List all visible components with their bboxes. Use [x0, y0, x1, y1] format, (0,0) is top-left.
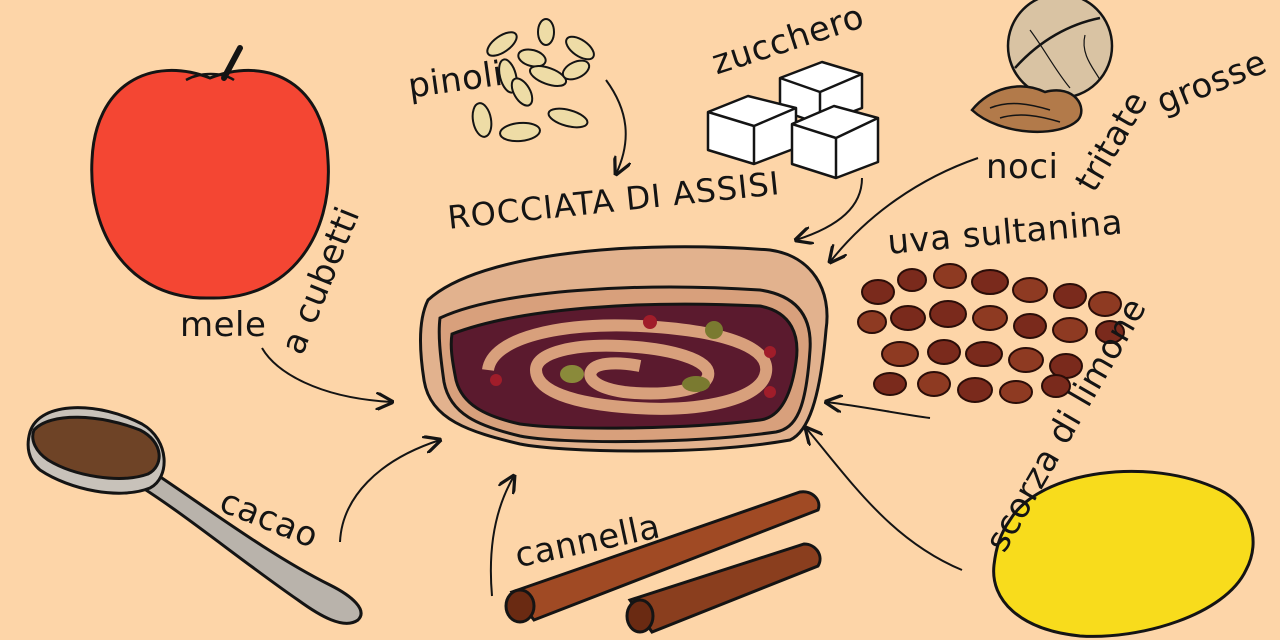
cinnamon-sticks-illustration	[504, 490, 822, 634]
arrow-cannella	[489, 476, 514, 597]
arrow-zucchero	[796, 177, 863, 240]
arrow-pinoli	[605, 79, 626, 174]
raisins-illustration	[857, 263, 1125, 404]
arrow-uva	[826, 402, 931, 419]
pine-nuts-illustration	[471, 18, 595, 143]
spoon-cocoa-illustration	[26, 406, 363, 625]
arrow-cacao	[339, 440, 440, 543]
arrows	[261, 79, 979, 597]
apple-illustration	[90, 45, 330, 300]
label-mele: mele	[180, 305, 267, 345]
rocciata-roll-illustration	[419, 245, 829, 453]
lemon-illustration	[992, 469, 1255, 638]
walnuts-illustration	[970, 0, 1114, 134]
arrow-mele	[261, 347, 392, 402]
arrow-scorza	[806, 428, 963, 571]
sugar-cubes-illustration	[706, 60, 880, 180]
label-noci: noci	[986, 147, 1059, 187]
arrow-noci	[830, 157, 979, 262]
